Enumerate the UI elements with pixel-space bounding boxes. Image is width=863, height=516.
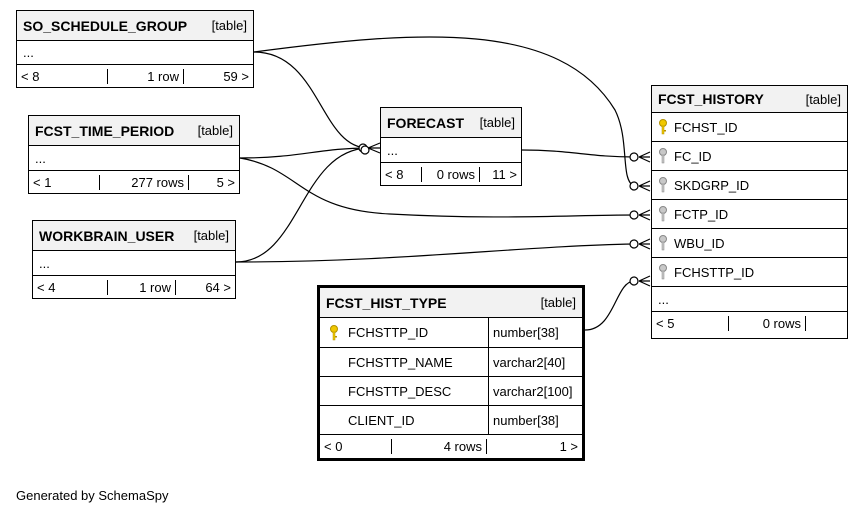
table-kind: [table]: [479, 115, 515, 130]
foreign-key-icon: [652, 235, 674, 251]
parents-count[interactable]: 59 >: [223, 68, 249, 84]
table-name: FORECAST: [387, 114, 464, 131]
columns-ellipsis: ...: [381, 138, 521, 163]
table-header: FCST_TIME_PERIOD [table]: [29, 116, 239, 146]
column-row[interactable]: FCHST_ID: [652, 113, 847, 142]
table-fcst-time-period[interactable]: FCST_TIME_PERIOD [table] ... < 1 277 row…: [28, 115, 240, 194]
row-count: 0 rows: [729, 316, 806, 331]
table-fcst-history[interactable]: FCST_HISTORY [table] FCHST_ID FC_ID SKDG…: [651, 85, 848, 339]
column-name: FC_ID: [674, 148, 712, 164]
table-kind: [table]: [197, 123, 233, 138]
generated-by-label: Generated by SchemaSpy: [16, 488, 169, 503]
column-row[interactable]: FCHSTTP_NAME varchar2[40]: [320, 348, 582, 377]
primary-key-icon: [320, 324, 348, 341]
column-row[interactable]: FCHSTTP_DESC varchar2[100]: [320, 377, 582, 406]
table-name: FCST_TIME_PERIOD: [35, 122, 175, 139]
column-type: number[38]: [488, 406, 559, 434]
columns-ellipsis: ...: [652, 287, 847, 312]
table-kind: [table]: [540, 295, 576, 310]
children-count[interactable]: < 8: [17, 68, 108, 84]
table-kind: [table]: [193, 228, 229, 243]
column-row[interactable]: FC_ID: [652, 142, 847, 171]
parents-count[interactable]: 1 >: [559, 439, 578, 454]
link-workbrain-history: [235, 243, 635, 263]
column-name: SKDGRP_ID: [674, 177, 750, 193]
row-count: 277 rows: [100, 174, 189, 190]
table-name: FCST_HISTORY: [658, 91, 764, 107]
table-header: FCST_HISTORY [table]: [652, 86, 847, 113]
parents-count[interactable]: 64 >: [205, 279, 231, 295]
crows-foot-fctp-id: [629, 209, 651, 221]
table-footer: < 0 4 rows 1 >: [320, 435, 582, 458]
column-row[interactable]: FCTP_ID: [652, 200, 847, 229]
table-forecast[interactable]: FORECAST [table] ... < 8 0 rows 11 >: [380, 107, 522, 186]
children-count[interactable]: < 4: [33, 279, 108, 295]
column-name: FCHSTTP_DESC: [348, 383, 452, 399]
columns-ellipsis: ...: [33, 251, 235, 276]
column-type: varchar2[40]: [488, 348, 565, 376]
table-footer: < 8 0 rows 11 >: [381, 163, 521, 185]
table-so-schedule-group[interactable]: SO_SCHEDULE_GROUP [table] ... < 8 1 row …: [16, 10, 254, 88]
crows-foot-fchsttp-id: [629, 275, 651, 287]
children-count[interactable]: < 0: [320, 439, 392, 454]
column-name: FCHSTTP_ID: [348, 325, 429, 340]
table-name: FCST_HIST_TYPE: [326, 294, 447, 311]
column-name: FCHSTTP_NAME: [348, 354, 453, 370]
column-type: varchar2[100]: [488, 377, 573, 405]
table-header: FCST_HIST_TYPE [table]: [320, 288, 582, 318]
children-count[interactable]: < 1: [29, 174, 100, 190]
table-footer: < 5 0 rows: [652, 312, 847, 335]
row-count: 1 row: [108, 279, 176, 295]
columns-ellipsis: ...: [29, 146, 239, 171]
row-count: 4 rows: [392, 439, 487, 454]
link-workbrain-forecast: [235, 147, 369, 263]
link-time-period-forecast: [239, 147, 369, 159]
column-name: WBU_ID: [674, 235, 725, 251]
table-kind: [table]: [211, 18, 247, 33]
foreign-key-icon: [652, 148, 674, 164]
crows-foot-skdgrp-id: [629, 180, 651, 192]
crows-foot-fc-id: [629, 151, 651, 163]
column-row[interactable]: WBU_ID: [652, 229, 847, 258]
column-row[interactable]: CLIENT_ID number[38]: [320, 406, 582, 435]
table-name: WORKBRAIN_USER: [39, 227, 175, 244]
foreign-key-icon: [652, 206, 674, 222]
link-schedule-group-forecast: [253, 51, 369, 149]
row-count: 0 rows: [422, 166, 480, 182]
column-name: FCHSTTP_ID: [674, 264, 755, 280]
table-name: SO_SCHEDULE_GROUP: [23, 17, 188, 34]
parents-count[interactable]: 11 >: [492, 166, 517, 182]
children-count[interactable]: < 8: [381, 166, 422, 182]
column-name: CLIENT_ID: [348, 412, 415, 428]
crows-foot-forecast: [358, 142, 381, 155]
table-header: WORKBRAIN_USER [table]: [33, 221, 235, 251]
table-footer: < 4 1 row 64 >: [33, 276, 235, 298]
link-forecast-history: [521, 149, 635, 158]
table-workbrain-user[interactable]: WORKBRAIN_USER [table] ... < 4 1 row 64 …: [32, 220, 236, 299]
primary-key-icon: [652, 119, 674, 135]
crows-foot-wbu-id: [629, 238, 651, 250]
table-fcst-hist-type[interactable]: FCST_HIST_TYPE [table] FCHSTTP_ID number…: [317, 285, 585, 461]
parents-count[interactable]: 5 >: [216, 174, 235, 190]
column-row[interactable]: FCHSTTP_ID: [652, 258, 847, 287]
link-hist-type-history: [584, 280, 635, 331]
table-header: FORECAST [table]: [381, 108, 521, 138]
column-name: FCHST_ID: [674, 119, 738, 135]
column-row[interactable]: SKDGRP_ID: [652, 171, 847, 200]
link-schedule-group-history: [253, 36, 635, 187]
row-count: 1 row: [108, 68, 184, 84]
table-footer: < 1 277 rows 5 >: [29, 171, 239, 193]
link-time-period-history: [239, 157, 635, 218]
children-count[interactable]: < 5: [652, 316, 729, 331]
columns-ellipsis: ...: [17, 41, 253, 65]
foreign-key-icon: [652, 264, 674, 280]
column-name: FCTP_ID: [674, 206, 729, 222]
foreign-key-icon: [652, 177, 674, 193]
table-footer: < 8 1 row 59 >: [17, 65, 253, 87]
table-kind: [table]: [805, 91, 841, 107]
column-row[interactable]: FCHSTTP_ID number[38]: [320, 318, 582, 348]
table-header: SO_SCHEDULE_GROUP [table]: [17, 11, 253, 41]
column-type: number[38]: [488, 318, 559, 347]
